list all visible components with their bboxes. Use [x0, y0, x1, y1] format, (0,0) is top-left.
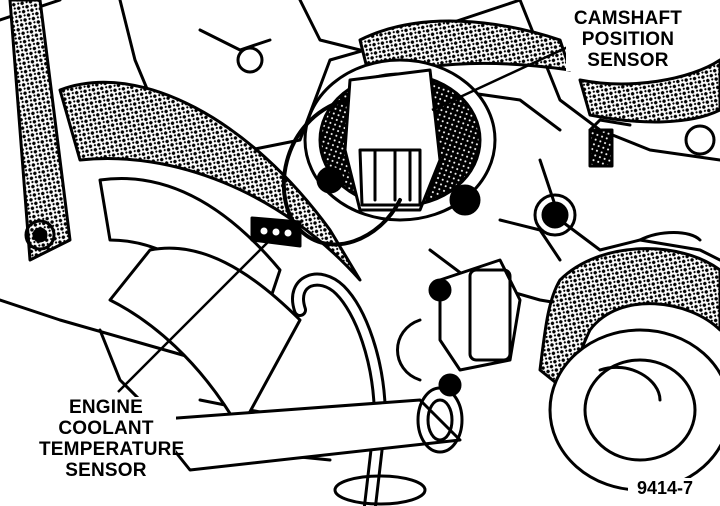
camshaft-leader-line: [431, 44, 571, 112]
figure-number: 9414-7: [628, 478, 702, 499]
coolant-label-line-1: ENGINE: [68, 397, 144, 418]
mounting-bolts: [24, 46, 716, 251]
heater-hose-loop: [538, 247, 720, 492]
bypass-tube: [291, 272, 387, 506]
coolant-sensor-connector: [250, 216, 302, 248]
coolant-label-line-4: SENSOR: [65, 460, 147, 481]
thermostat-housing: [396, 258, 522, 397]
leader-lines: [117, 44, 571, 393]
camshaft-sensor-body: [303, 58, 569, 229]
engine-coolant-temperature-sensor-label: ENGINE COOLANT TEMPERATURE SENSOR: [36, 397, 185, 481]
upper-radiator-hose: [8, 0, 362, 432]
camshaft-label-line-1: CAMSHAFT: [573, 8, 683, 29]
coolant-label-line-2: COOLANT: [58, 418, 154, 439]
camshaft-label-line-3: SENSOR: [587, 50, 669, 71]
coolant-pipe: [148, 386, 464, 506]
camshaft-position-sensor-label: CAMSHAFT POSITION SENSOR: [566, 8, 690, 71]
coolant-leader-line: [117, 239, 271, 393]
camshaft-label-line-2: POSITION: [581, 29, 675, 50]
coolant-label-line-3: TEMPERATURE: [39, 439, 185, 460]
